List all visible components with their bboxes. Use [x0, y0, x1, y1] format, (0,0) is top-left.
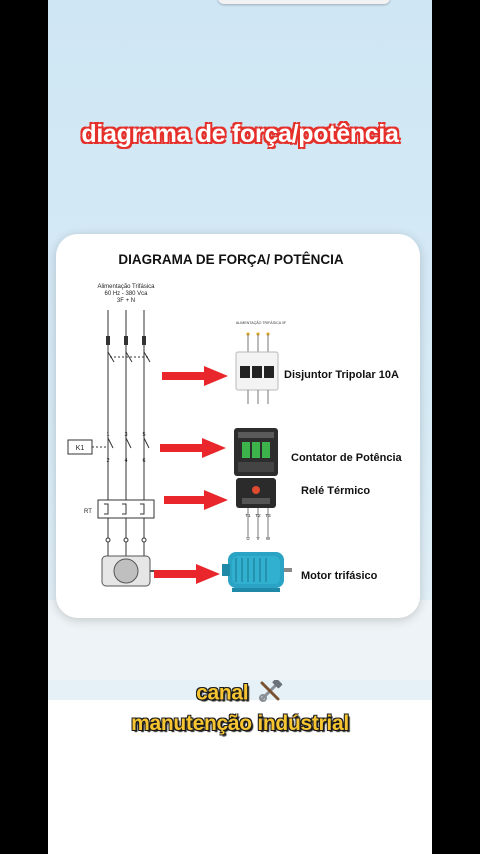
contactor-device [234, 428, 278, 476]
fuse-symbols [106, 336, 146, 345]
diagram-title: DIAGRAMA DE FORÇA/ POTÊNCIA [118, 252, 343, 267]
terminal-3: 3 [124, 432, 127, 438]
terminal-6: 6 [142, 458, 145, 464]
terminal-1: 1 [106, 432, 109, 438]
phase-lines [107, 310, 145, 586]
breaker-top-label: ALIMENTAÇÃO TRIFÁSICA 3F [236, 320, 287, 325]
label-thermal: Relé Térmico [301, 485, 370, 497]
caption-channel-text: canal [196, 681, 249, 705]
supply-label-1: Alimentação Trifásica [97, 284, 155, 290]
contactor-contacts [107, 437, 150, 449]
caption-channel: canal [0, 678, 480, 708]
thermal-t3: T3 [265, 513, 271, 518]
motor-symbol [101, 537, 160, 587]
terminal-2: 2 [106, 458, 109, 464]
top-sheet-edge [218, 0, 390, 4]
motor-device [222, 552, 292, 592]
label-contactor: Contator de Potência [291, 452, 403, 464]
arrow-thermal [164, 490, 228, 510]
terminal-4: 4 [124, 458, 127, 464]
red-arrows [154, 366, 228, 584]
diagram-svg: DIAGRAMA DE FORÇA/ POTÊNCIA Alimentação … [67, 252, 403, 592]
diagram-card: DIAGRAMA DE FORÇA/ POTÊNCIA Alimentação … [56, 234, 420, 618]
arrow-breaker [162, 366, 228, 386]
thermal-t1: T1 [245, 513, 251, 518]
motor-u: U [246, 536, 249, 541]
hammer-wrench-icon [258, 678, 284, 708]
supply-label-3: 3F + N [117, 298, 135, 304]
supply-label-2: 60 Hz - 380 Vca [104, 291, 148, 297]
thermal-t2: T2 [255, 513, 261, 518]
rt-label: RT [84, 509, 92, 515]
motor-v: V [256, 536, 259, 541]
label-breaker: Disjuntor Tripolar 10A [284, 369, 399, 381]
k1-label: K1 [76, 445, 85, 452]
caption-title: diagrama de força/potência [81, 120, 399, 148]
caption-channel-name: manutenção indústrial [131, 712, 349, 735]
motor-w: W [266, 536, 271, 541]
arrow-contactor [160, 438, 226, 458]
label-motor: Motor trifásico [301, 570, 378, 582]
breaker-contacts [107, 351, 151, 363]
terminal-5: 5 [142, 432, 145, 438]
breaker-device [235, 332, 279, 404]
arrow-motor [154, 564, 220, 584]
thermal-relay-device [236, 478, 276, 538]
